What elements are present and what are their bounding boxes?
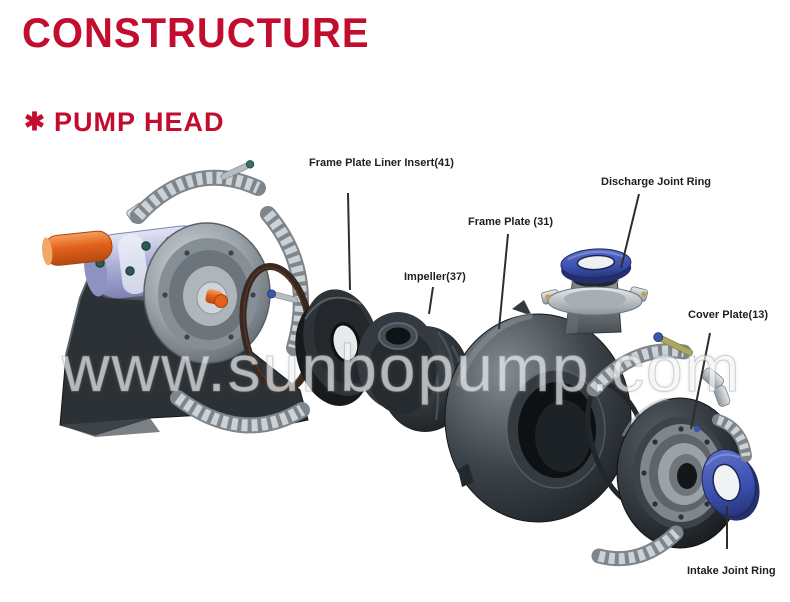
pump-shaft-orange	[41, 230, 113, 266]
label-frame-plate-liner-insert: Frame Plate Liner Insert(41)	[309, 157, 454, 169]
bearing-end-disc	[143, 222, 271, 364]
clamp-ring-coverside-arc	[712, 414, 752, 462]
label-frame-plate: Frame Plate (31)	[468, 216, 553, 228]
intake-joint-ring-part	[701, 449, 760, 521]
clamp-fragment-lower	[713, 385, 731, 407]
disc-bolt-dots	[162, 250, 256, 340]
frame-plate-volute-part	[444, 271, 648, 523]
impeller-eye-hole	[385, 327, 411, 345]
section-heading: ✱ PUMP HEAD	[24, 109, 224, 136]
leader-line-frame-plate	[498, 233, 509, 330]
leader-line-discharge-joint-ring	[620, 193, 640, 269]
leader-line-cover-plate	[690, 332, 711, 430]
cover-plate-hub-hole	[677, 463, 697, 489]
label-intake-joint-ring: Intake Joint Ring	[687, 565, 776, 577]
clamp-ring-midright-arc	[586, 343, 692, 397]
clamp-bolt-midright	[653, 332, 693, 356]
bearing-assembly-part	[41, 222, 309, 437]
star-icon: ✱	[24, 108, 45, 136]
pump-base-foot	[60, 418, 160, 437]
label-impeller: Impeller(37)	[404, 271, 466, 283]
discharge-joint-ring-part	[560, 248, 632, 284]
section-heading-label: PUMP HEAD	[53, 107, 225, 137]
clamp-bolt-mid	[267, 289, 299, 303]
page-title: CONSTRUCTURE	[22, 10, 370, 57]
label-discharge-joint-ring: Discharge Joint Ring	[601, 176, 712, 188]
cover-plate-part	[616, 397, 744, 549]
clamp-ring-bottomright-arc	[591, 525, 684, 567]
clamp-bolt-top	[220, 160, 255, 180]
leader-lines	[347, 192, 728, 549]
clamp-ring-top-arc	[126, 169, 266, 224]
label-cover-plate: Cover Plate(13)	[688, 309, 769, 321]
leader-line-frame-plate-liner-insert	[347, 192, 351, 291]
shaft-stub-end	[214, 294, 228, 308]
leader-line-impeller	[428, 286, 434, 315]
discharge-flange-clamp	[541, 286, 648, 316]
cover-plate-blue-bolt	[693, 425, 701, 433]
clamp-ring-bottom-arc	[170, 390, 310, 434]
